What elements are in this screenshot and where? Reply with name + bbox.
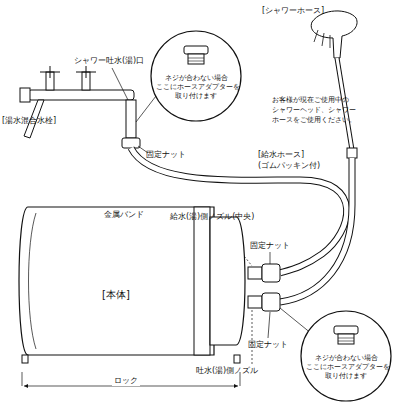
part-name: 吐水(湯)側ノズル [196, 366, 286, 376]
part-name: 金属バンド [104, 210, 154, 220]
hose-fitting [347, 148, 357, 158]
part-name: (ゴムパッキン付) [258, 161, 338, 171]
callout-circle: ネジが合わない場合 ここにホースアダプターを 取り付けます [300, 310, 392, 402]
filter-body: [本体] [14, 203, 250, 371]
body-outline [19, 207, 214, 355]
mixing-faucet [20, 66, 140, 148]
part-name: 固定ナット [250, 241, 300, 251]
part-name: [湯水混合水栓] [2, 116, 72, 126]
callout-outline [151, 31, 241, 121]
shower-head [311, 11, 357, 58]
hose-adapter [334, 326, 358, 334]
node-outline [14, 203, 250, 371]
part-name: [シャワーホース] [262, 6, 342, 16]
callout-outline [301, 311, 391, 401]
part-name: シャワー吐水(湯)口 [74, 56, 154, 66]
body-cap [210, 217, 245, 345]
hose-adapter [338, 334, 354, 344]
callout-text: ネジが合わない場合 ここにホースアダプターを 取り付けます [306, 354, 386, 381]
part-name: 給水(湯)側ノズル(中央) [170, 212, 270, 222]
hose-adapter [188, 54, 204, 64]
note-text: お客様が現在ご使用中の シャワーヘッド、シャワー ホースをご使用ください。 [272, 95, 372, 125]
adapter-thread [338, 338, 354, 341]
hose-adapter [184, 46, 208, 54]
part-name: 固定ナット [248, 340, 298, 350]
metal-band [194, 207, 210, 355]
callout-circle: ネジが合わない場合 ここにホースアダプターを 取り付けます [150, 30, 242, 122]
body-foot [234, 355, 240, 363]
part-name: [給水ホース] [258, 150, 328, 160]
part-name: 固定ナット [146, 150, 196, 160]
nozzle-nut [248, 264, 280, 311]
body-label: [本体] [86, 289, 146, 302]
callout-text: ネジが合わない場合 ここにホースアダプターを 取り付けます [156, 74, 236, 101]
dimension-label: ロック [112, 376, 140, 386]
body-foot [22, 355, 28, 363]
body-shading [29, 213, 37, 349]
adapter-thread [188, 58, 204, 61]
